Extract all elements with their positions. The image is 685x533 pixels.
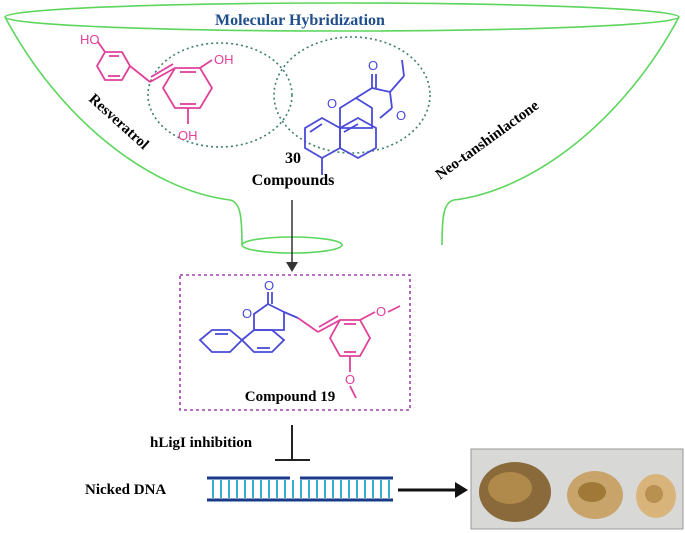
nicked-dna (207, 476, 393, 502)
tanshinlactone-furan-o: O (396, 108, 406, 123)
resveratrol-ho-label: HO (80, 32, 100, 47)
tanshinlactone-carbonyl-o: O (368, 58, 378, 73)
compound-19-carbonyl-o: O (264, 278, 274, 293)
tanshinlactone-label: Neo-tanshinlactone (433, 98, 542, 184)
resveratrol-oh-right-label: OH (214, 52, 234, 67)
tanshinlactone-structure (304, 59, 405, 175)
inhibition-marker (275, 425, 310, 461)
nicked-dna-label: Nicked DNA (85, 482, 166, 498)
tumor-photo (470, 448, 684, 530)
tanshinlactone-circle (273, 36, 431, 154)
resveratrol-structure (95, 41, 214, 124)
compound-19-methoxy-o-1: O (376, 304, 386, 319)
compound-19-structure (198, 292, 401, 399)
funnel-body (4, 16, 680, 246)
inhibition-label: hLigI inhibition (150, 435, 253, 451)
compound-19-label: Compound 19 (245, 389, 335, 405)
compound-19-methoxy-o-2: O (345, 372, 355, 387)
compound-19-ring-o: O (242, 306, 252, 321)
funnel-title: Molecular Hybridization (215, 12, 385, 29)
resveratrol-label: Resveratrol (85, 91, 151, 153)
compound-count: 30 (285, 150, 301, 167)
resveratrol-oh-bottom-label: OH (178, 128, 198, 143)
tanshinlactone-ring-o: O (327, 96, 337, 111)
dna-arrow (398, 482, 468, 498)
resveratrol-circle (147, 42, 293, 148)
compound-19-box (179, 274, 411, 411)
compounds-label: Compounds (252, 172, 335, 189)
down-arrow (286, 200, 298, 272)
